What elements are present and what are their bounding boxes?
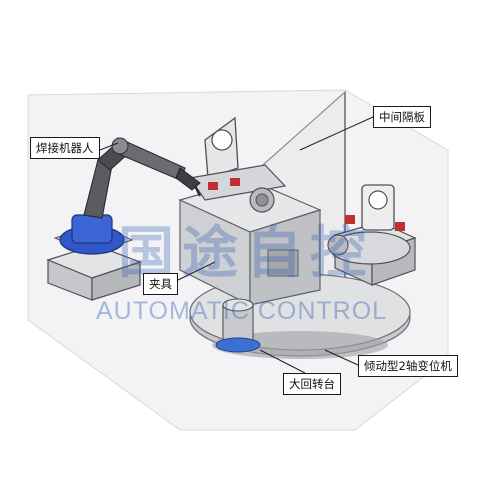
- label-tilting-positioner: 倾动型2轴变位机: [358, 355, 458, 377]
- label-welding-robot: 焊接机器人: [30, 137, 100, 159]
- label-middle-partition: 中间隔板: [373, 106, 431, 128]
- right-positioner: [327, 184, 417, 286]
- fixture-frame: [178, 179, 322, 306]
- watermark-english: AUTOMATIC CONTROL: [96, 297, 388, 325]
- label-fixture: 夹具: [143, 273, 178, 295]
- welding-robot: [59, 137, 201, 255]
- left-positioner: [188, 116, 287, 213]
- lower-drive-unit: [215, 298, 261, 353]
- label-large-turntable: 大回转台: [283, 373, 341, 395]
- leader-lines: [99, 116, 374, 374]
